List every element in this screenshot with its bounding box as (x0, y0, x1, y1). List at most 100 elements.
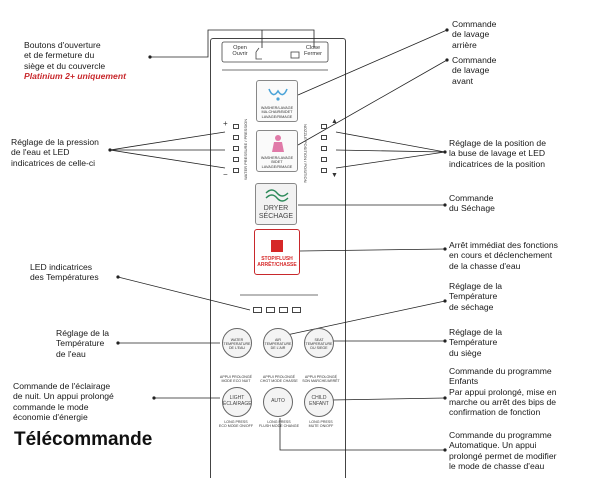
close-label-en: Close (305, 45, 321, 51)
label-open-close-3: siège et du couvercle (24, 60, 106, 71)
page-title: Télécommande (14, 429, 153, 450)
label-temp-leds-2: des Températures (30, 272, 99, 283)
stop-square-icon (271, 240, 283, 252)
label-front-wash: Commande de lavage avant (452, 55, 496, 86)
label-water-temp-1: Réglage de la (56, 328, 110, 338)
label-lighting-1: Commande de l'éclairage (13, 381, 111, 391)
label-auto-1: Commande du programme (449, 430, 552, 440)
label-open-close-2: et de fermeture du (24, 50, 95, 61)
auto-hold-top-2: CHGT MODE CHASSE (260, 379, 298, 384)
pressure-minus-sign: − (223, 170, 228, 179)
child-caption-2: ENFANT (309, 400, 329, 407)
label-child-1: Commande du programme (449, 366, 552, 376)
temperature-led (266, 307, 275, 313)
light-caption-1: LIGHT (229, 395, 245, 401)
label-drying-1: Commande (449, 193, 494, 203)
label-auto-4: le mode de chasse d'eau (449, 460, 545, 471)
pressure-led (233, 146, 239, 151)
front-wash-caption-1: WASHER/LAVAGE (260, 156, 294, 160)
temperature-led (279, 307, 288, 313)
label-front-wash-3: avant (452, 75, 474, 86)
label-child-program: Commande du programme Enfants Par appui … (449, 366, 557, 417)
open-label-en: Open (233, 45, 247, 51)
light-hold-caption-top: APPUI PROLONGÉ MODE ECO NUIT (216, 375, 256, 383)
position-led (321, 168, 327, 173)
label-auto-program: Commande du programme Automatique. Un ap… (449, 430, 556, 471)
label-lighting-2: de nuit. Un appui prolongé (13, 391, 114, 402)
label-drying-temperature: Réglage de la Température de séchage (449, 281, 502, 312)
front-wash-caption-2: BIDET (271, 160, 283, 165)
label-seat-temp-3: du siège (449, 347, 482, 358)
label-open-close-1: Boutons d'ouverture (24, 40, 101, 50)
position-led (321, 146, 327, 151)
air-temperature-button[interactable]: AIR TEMPERATURE DE L'AIR (263, 328, 293, 358)
close-label-fr: Fermer (303, 51, 323, 57)
label-water-temp-2: Température (56, 338, 105, 349)
label-water-temp-3: de l'eau (56, 348, 86, 359)
label-position-2: la buse de lavage et LED (449, 148, 546, 159)
pressure-led (233, 168, 239, 173)
label-drying: Commande du Séchage (449, 193, 495, 214)
pressure-led (233, 124, 239, 129)
label-front-wash-2: de lavage (452, 65, 490, 76)
stop-flush-button[interactable]: STOP/FLUSH ARRÊT/CHASSE (254, 229, 300, 275)
light-hold-bot-2: ECO MODE ON/OFF (218, 424, 254, 429)
pressure-led (233, 157, 239, 162)
label-pressure-1: Réglage de la pression (11, 137, 99, 147)
label-position-1: Réglage de la position de (449, 138, 546, 148)
rear-wash-caption-2: MA-CHAIR/BIDET (261, 110, 293, 115)
temperature-led (253, 307, 262, 313)
child-hold-caption-top: APPUI PROLONGÉ SON MARCHE/ARRÊT (300, 375, 342, 383)
open-button[interactable]: Open Ouvrir (228, 45, 252, 57)
label-drying-temp-3: de séchage (449, 301, 494, 312)
front-wash-button[interactable]: WASHER/LAVAGE BIDET LAVAGE/RIMAGE (256, 130, 298, 172)
air-temp-caption-2: TEMPERATURE (264, 342, 292, 347)
position-led (321, 124, 327, 129)
position-down-arrow: ▼ (331, 172, 338, 179)
front-wash-caption-3: LAVAGE/RIMAGE (261, 164, 293, 169)
label-open-close-note: Platinium 2+ uniquement (24, 70, 126, 81)
pressure-vertical-label: WATER PRESSURE / PRESSION (243, 118, 248, 180)
child-hold-bot-1: LONG PRESS (309, 420, 333, 424)
label-nozzle-position: Réglage de la position de la buse de lav… (449, 138, 546, 169)
child-hold-top-2: SON MARCHE/ARRÊT (302, 379, 340, 384)
label-rear-wash-2: de lavage (452, 29, 490, 40)
label-child-2: Enfants (449, 376, 479, 387)
air-temp-caption-3: DE L'AIR (270, 346, 286, 351)
label-child-5: confirmation de fonction (449, 407, 541, 418)
air-temp-caption-1: AIR (275, 338, 281, 342)
dryer-button[interactable]: DRYER SÉCHAGE (255, 183, 297, 225)
seat-temperature-button[interactable]: SEAT TEMPERATURE DU SIEGE (304, 328, 334, 358)
pressure-led (233, 135, 239, 140)
dryer-icon (265, 189, 289, 202)
label-position-3: indicatrices de la position (449, 158, 546, 169)
position-led (321, 135, 327, 140)
water-temp-caption-3: DE L'EAU (228, 346, 246, 351)
label-seat-temp-1: Réglage de la (449, 327, 503, 337)
front-wash-icon (272, 135, 284, 152)
child-hold-bot-2: MUTE ON/OFF (308, 424, 334, 429)
auto-hold-caption-top: APPUI PROLONGÉ CHGT MODE CHASSE (258, 375, 300, 383)
label-auto-2: Automatique. Un appui (449, 440, 537, 451)
dryer-caption-2: SÉCHAGE (258, 213, 294, 220)
label-front-wash-1: Commande (452, 55, 497, 65)
rear-wash-icon (268, 88, 288, 101)
water-temperature-button[interactable]: WATER TEMPERATURE DE L'EAU (222, 328, 252, 358)
seat-temp-caption-3: DU SIEGE (310, 346, 328, 351)
auto-button[interactable]: AUTO (263, 387, 293, 417)
label-rear-wash-3: arrière (452, 39, 477, 50)
rear-wash-button[interactable]: WASHER/LAVAGE MA-CHAIR/BIDET LAVAGE/RIMA… (256, 80, 298, 122)
light-button[interactable]: LIGHT ÉCLAIRAGE (222, 387, 252, 417)
label-open-close: Boutons d'ouverture et de fermeture du s… (24, 40, 126, 81)
light-caption-2: ÉCLAIRAGE (223, 400, 252, 407)
open-label-fr: Ouvrir (232, 51, 248, 57)
label-lighting-4: économie d'énergie (13, 411, 88, 422)
auto-hold-top-1: APPUI PROLONGÉ (262, 375, 296, 379)
water-temp-caption-2: TEMPERATURE (223, 342, 251, 347)
child-button[interactable]: CHILD ENFANT (304, 387, 334, 417)
rear-wash-caption-3: LAVAGE/RIMAGE (261, 114, 293, 119)
close-button[interactable]: Close Fermer (300, 45, 326, 57)
label-stop-2: en cours et déclenchement (449, 250, 553, 261)
label-auto-3: prolongé permet de modifier (449, 450, 557, 461)
